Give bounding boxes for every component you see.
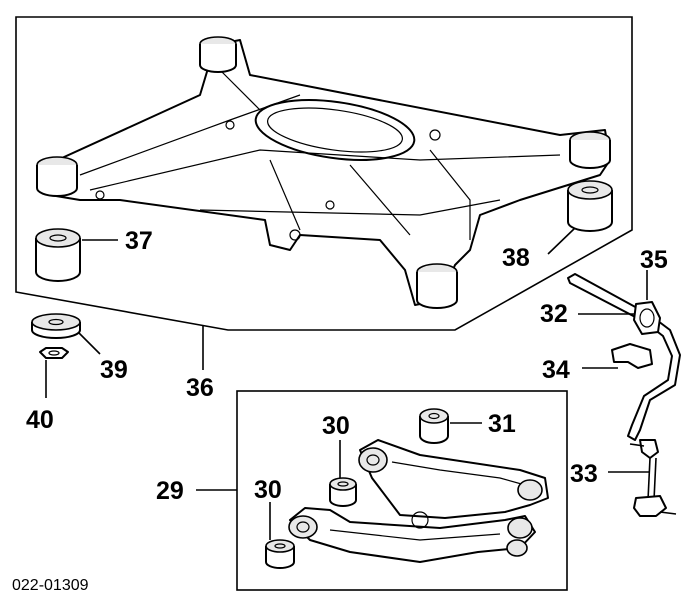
bushing-38	[567, 180, 613, 232]
upper-arm	[358, 439, 549, 519]
subframe-crossmember	[36, 36, 611, 309]
bushing-31	[419, 408, 449, 444]
nut-40	[39, 347, 69, 359]
callout-30-upper: 30	[322, 412, 350, 440]
leader-39	[77, 331, 101, 355]
bracket-34	[611, 343, 653, 369]
callout-34: 34	[542, 356, 570, 384]
callout-37: 37	[125, 227, 153, 255]
callout-29: 29	[156, 477, 184, 505]
callout-40: 40	[26, 406, 54, 434]
lower-arm	[288, 507, 536, 563]
bushing-30-upper	[329, 477, 357, 507]
callout-33: 33	[570, 460, 598, 488]
callout-32: 32	[540, 300, 568, 328]
bushing-37	[35, 228, 81, 282]
diagram-caption: 022-01309	[12, 577, 89, 594]
callout-36: 36	[186, 374, 214, 402]
callout-38: 38	[502, 244, 530, 272]
washer-39	[31, 313, 81, 339]
leader-38	[547, 227, 576, 255]
end-link-33	[629, 439, 677, 517]
bushing-30-lower	[265, 539, 295, 569]
callout-31: 31	[488, 410, 516, 438]
callout-30-lower: 30	[254, 476, 282, 504]
callout-35: 35	[640, 246, 668, 274]
callout-39: 39	[100, 356, 128, 384]
stabilizer-bar	[567, 273, 681, 441]
subframe-group-outline	[15, 16, 633, 331]
